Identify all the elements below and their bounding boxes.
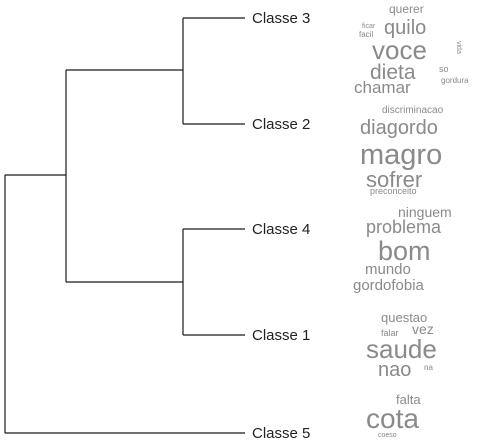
word: ficar [362,23,376,30]
word: voce [372,35,427,65]
word-cloud-classe-4: ninguem problema bom mundo gordofobia [353,204,452,294]
word-cloud-classe-2: discriminacao diagordo magro sofrer prec… [360,105,444,196]
word: vida [455,41,462,54]
word: diagordo [360,117,438,139]
word: quilo [384,17,426,39]
word: sofrer [366,167,422,192]
word: dieta [370,61,416,84]
word: mundo [365,261,411,278]
word: facil [359,30,373,39]
word: saude [366,334,437,364]
leaf-label-classe-5: Classe 5 [252,425,310,442]
word-cloud-classe-3: querer ficar facil quilo voce vida dieta… [354,2,469,97]
leaf-label-classe-4: Classe 4 [252,221,310,238]
dendrogram-branches [4,17,245,434]
word-cloud-classe-1: questao falar vez saude nao na [366,310,437,381]
word: querer [389,2,424,16]
word: questao [381,310,427,325]
leaf-label-classe-1: Classe 1 [252,327,310,344]
word: so [439,64,449,74]
leaf-label-classe-3: Classe 3 [252,10,310,27]
leaf-label-classe-2: Classe 2 [252,116,310,133]
word: cota [366,403,419,434]
word: gordura [441,76,469,85]
branch-main [65,69,183,283]
branch-root [4,174,245,434]
word: na [424,363,433,372]
leaf-labels: Classe 3 Classe 2 Classe 4 Classe 1 Clas… [252,10,310,442]
word: problema [366,217,442,237]
word: chamar [354,78,411,97]
word: gordofobia [353,277,425,294]
word: ninguem [398,204,452,220]
word: discriminacao [382,105,444,116]
word: falta [396,392,421,407]
word: coeso [378,432,397,439]
word: bom [378,236,431,266]
word: falar [381,328,399,338]
word: magro [360,139,442,171]
word: nao [378,359,411,381]
word: vez [412,321,434,337]
branch-c3-c2 [182,17,245,125]
branch-c4-c1 [182,228,245,336]
word-cloud-classe-5: falta cota coeso [366,392,421,439]
word: preconceito [370,186,417,196]
